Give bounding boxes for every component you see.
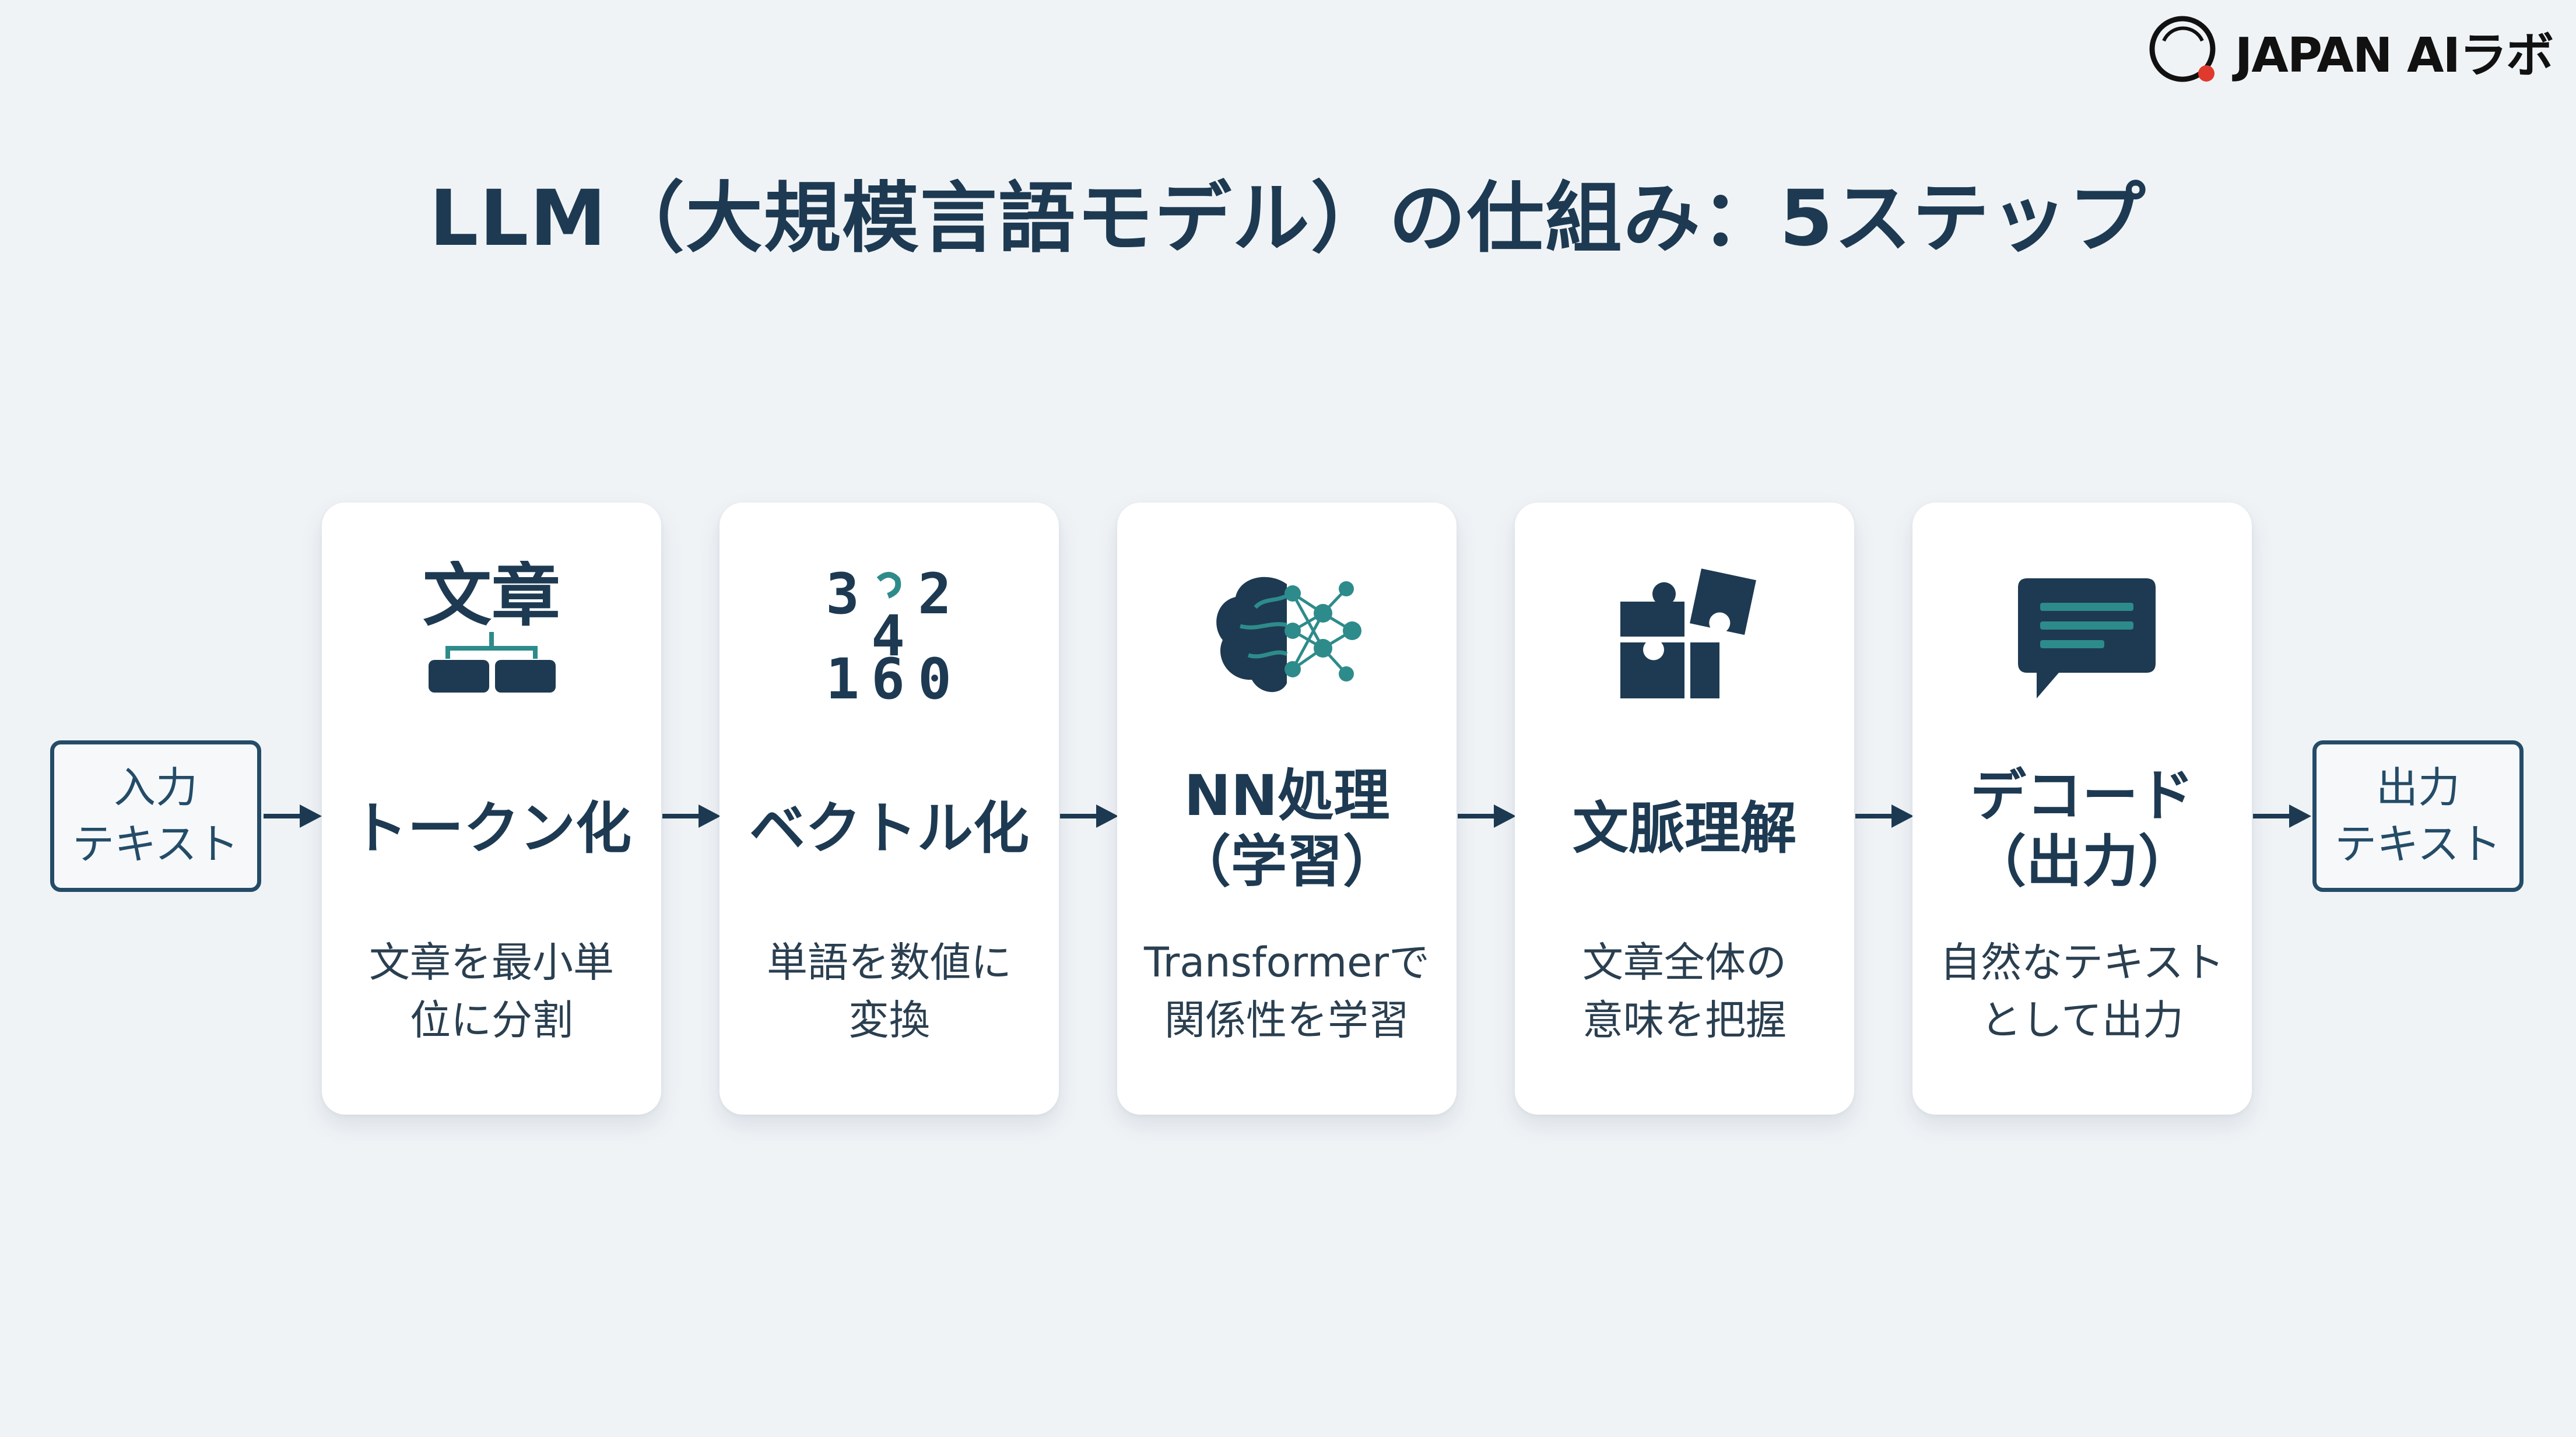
brain-network-icon bbox=[1216, 577, 1361, 693]
step-description: 文章全体の 意味を把握 bbox=[1582, 939, 1787, 1045]
step-card-neural-network: NN処理 （学習） Transformerで 関係性を学習 bbox=[1117, 503, 1457, 1115]
digit: 3 bbox=[826, 561, 859, 627]
step-title: デコード （出力） bbox=[1970, 763, 2194, 894]
step-card-vectorize: 3 2 4 1 6 0 ベクトル化 単語を数値に 変換 bbox=[720, 503, 1059, 1115]
chat-bubble-icon bbox=[2018, 578, 2156, 698]
step-card-tokenize: 文章 トークン化 文章を最小単 位に分割 bbox=[322, 503, 661, 1115]
output-text-label: 出力 テキスト bbox=[2335, 763, 2501, 869]
step-card-decode: デコード （出力） 自然なテキスト として出力 bbox=[1912, 503, 2252, 1115]
arrow-right-icon bbox=[1855, 804, 1914, 828]
step-title: トークン化 bbox=[352, 796, 631, 862]
tokenize-tree-icon: 文章 bbox=[423, 561, 560, 693]
input-text-box: 入力 テキスト bbox=[50, 740, 261, 892]
arrow-right-icon bbox=[662, 804, 721, 828]
digit: 1 bbox=[826, 647, 859, 707]
step-description: Transformerで 関係性を学習 bbox=[1143, 939, 1430, 1045]
arrow-right-icon bbox=[1458, 804, 1516, 828]
step-title: NN処理 （学習） bbox=[1175, 763, 1399, 894]
step-title: ベクトル化 bbox=[749, 796, 1029, 862]
step-title: 文脈理解 bbox=[1573, 796, 1796, 862]
vector-numbers-icon: 3 2 4 1 6 0 bbox=[826, 561, 952, 707]
arrow-right-icon bbox=[2253, 804, 2311, 828]
logo-ring-icon bbox=[2149, 16, 2216, 82]
brand-logo: JAPAN AIラボ bbox=[2146, 13, 2554, 89]
puzzle-icon bbox=[1620, 568, 1756, 698]
logo-text: JAPAN AIラボ bbox=[2234, 27, 2554, 83]
step-description: 自然なテキスト として出力 bbox=[1940, 939, 2224, 1045]
step-description: 単語を数値に 変換 bbox=[767, 939, 1012, 1045]
step-description: 文章を最小単 位に分割 bbox=[369, 939, 614, 1045]
digit: 6 bbox=[871, 647, 905, 707]
digit: 4 bbox=[871, 603, 905, 669]
step-card-context: 文脈理解 文章全体の 意味を把握 bbox=[1515, 503, 1854, 1115]
arrow-right-icon bbox=[1060, 804, 1118, 828]
input-text-label: 入力 テキスト bbox=[72, 763, 239, 869]
output-text-box: 出力 テキスト bbox=[2312, 740, 2524, 892]
digit: 2 bbox=[918, 561, 952, 627]
arrow-right-icon bbox=[264, 804, 322, 828]
page-title: LLM（大規模言語モデル）の仕組み：5ステップ bbox=[429, 174, 2147, 263]
icon-text: 文章 bbox=[423, 561, 560, 635]
digit: 0 bbox=[918, 647, 952, 707]
